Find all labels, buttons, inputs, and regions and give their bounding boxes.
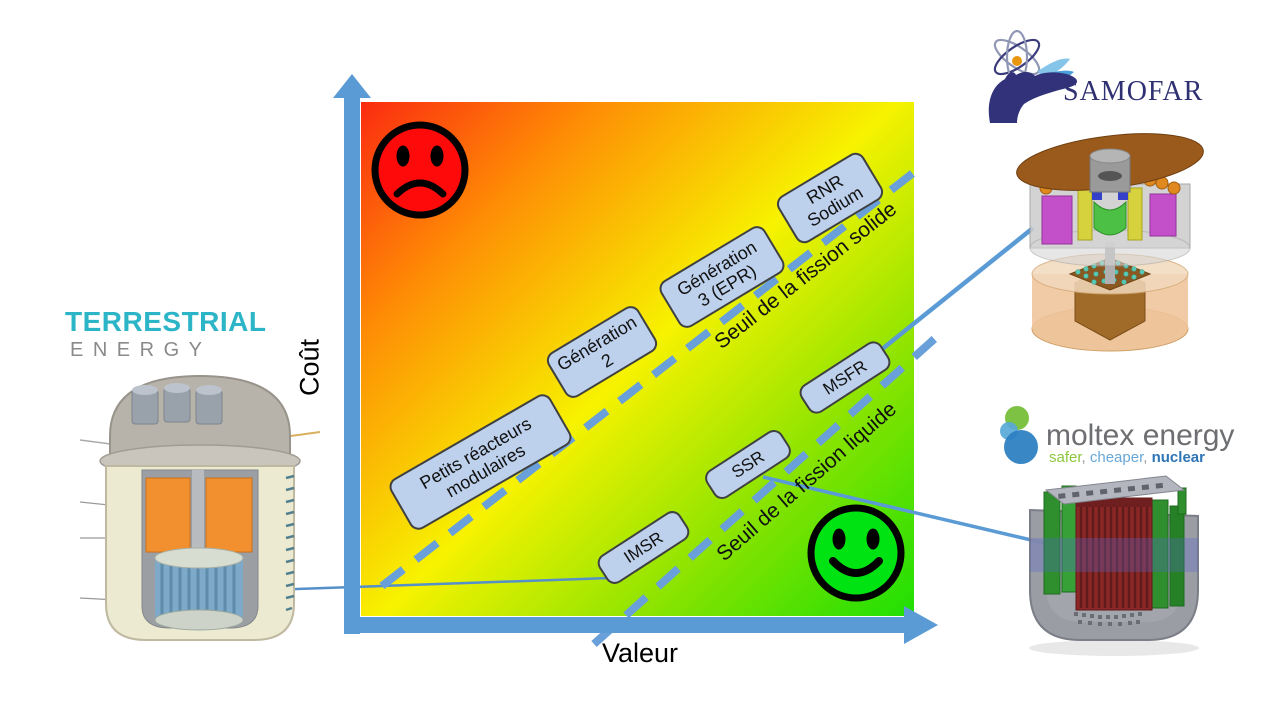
- moltex-circles-icon: [1000, 406, 1038, 464]
- moltex-tagline-nuclear: nuclear: [1151, 449, 1205, 466]
- terrestrial-logo-line1: TERRESTRIAL: [65, 306, 267, 337]
- x-axis-label: Valeur: [601, 638, 679, 668]
- terrestrial-energy-logo: TERRESTRIAL ENERGY: [65, 306, 275, 362]
- y-axis-arrow-icon: [333, 74, 371, 98]
- sad-face-icon: [371, 121, 469, 219]
- ssr-reactor-image: [1029, 475, 1199, 656]
- moltex-tagline: safer, cheaper, nuclear: [1049, 449, 1205, 466]
- msfr-reactor-image: [1016, 133, 1204, 352]
- samofar-hand-atom-icon: [988, 30, 1078, 123]
- imsr-reactor-image: [80, 374, 320, 641]
- moltex-logo-text: moltex energy: [1046, 419, 1235, 452]
- moltex-tagline-cheaper: cheaper: [1089, 449, 1144, 466]
- terrestrial-logo-line2: ENERGY: [70, 339, 212, 361]
- samofar-logo-text: SAMOFAR: [1063, 76, 1204, 107]
- moltex-tagline-safer: safer: [1049, 449, 1082, 466]
- happy-face-icon: [807, 504, 905, 602]
